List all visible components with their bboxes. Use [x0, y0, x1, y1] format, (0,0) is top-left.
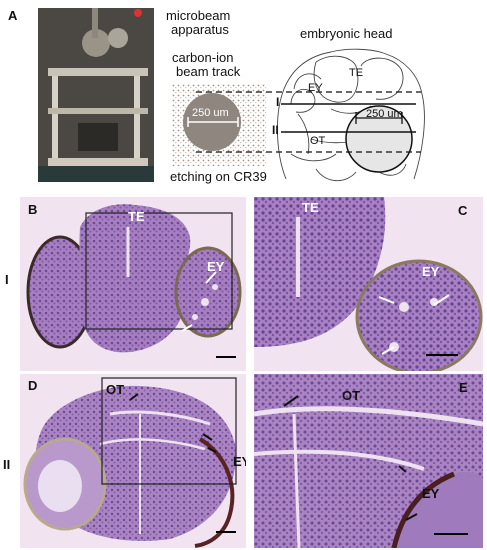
embryonic-head-diagram: [196, 44, 487, 194]
microbeam-apparatus-photo: [38, 8, 154, 182]
track-label-line2: beam track: [176, 64, 241, 79]
row-label-ii: II: [3, 457, 11, 472]
panel-c-image: TE EY: [254, 197, 483, 371]
head-label: embryonic head: [300, 26, 393, 41]
panel-d-label-ey: EY: [233, 454, 246, 469]
panel-letter-c: C: [458, 203, 468, 218]
head-region-te: TE: [349, 67, 364, 79]
head-region-ey: EY: [308, 82, 323, 94]
section-line-i: I: [276, 95, 280, 109]
panel-c-label-ey: EY: [422, 264, 440, 279]
row-label-i: I: [5, 272, 9, 287]
panel-letter-b: B: [28, 202, 38, 217]
apparatus-label-line2: apparatus: [171, 22, 229, 37]
head-scale-label: 250 um: [366, 108, 403, 120]
panel-e-label-ey: EY: [422, 486, 440, 501]
panel-e-label-ot: OT: [342, 388, 361, 403]
panel-letter-d: D: [28, 378, 38, 393]
panel-b-image: TE EY: [20, 197, 246, 371]
etching-label: etching on CR39: [170, 169, 267, 184]
apparatus-label-line1: microbeam: [166, 8, 231, 23]
apparatus-drawing: [38, 8, 154, 182]
panel-d-image: OT EY: [20, 374, 246, 548]
track-label-line1: carbon-ion: [172, 50, 234, 65]
panel-b-label-ey: EY: [207, 259, 225, 274]
panel-letter-a: A: [8, 8, 18, 23]
panel-letter-e: E: [459, 380, 468, 395]
track-scale-label: 250 um: [192, 107, 229, 119]
panel-b-label-te: TE: [128, 209, 145, 224]
head-region-ot: OT: [310, 135, 326, 147]
panel-d-label-ot: OT: [106, 382, 125, 397]
section-line-ii: II: [272, 123, 279, 137]
panel-e-image: OT EY: [254, 374, 483, 548]
panel-c-label-te: TE: [302, 200, 319, 215]
